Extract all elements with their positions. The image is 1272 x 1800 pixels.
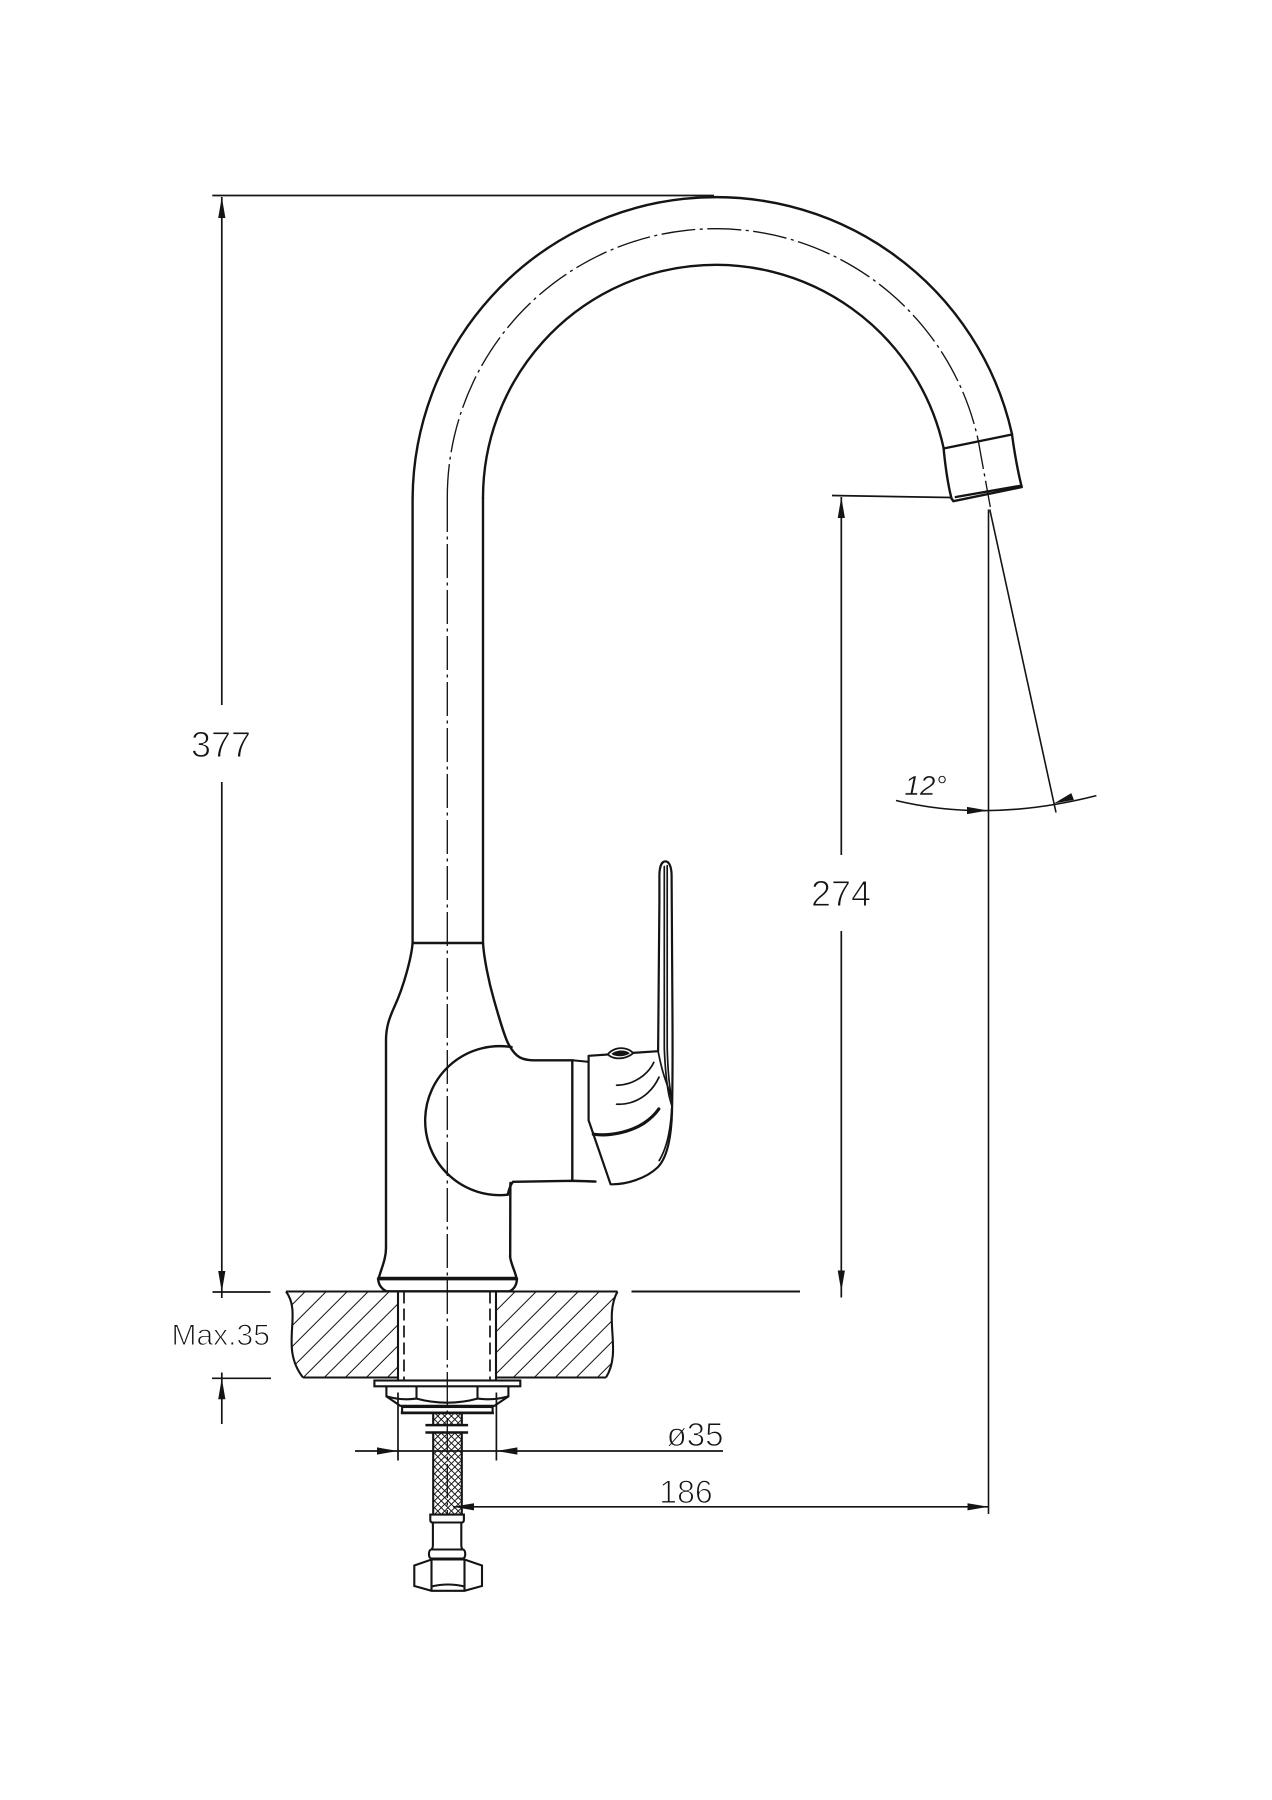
svg-text:ø35: ø35: [667, 1416, 724, 1453]
svg-text:Max.35: Max.35: [172, 1319, 270, 1352]
svg-text:12°: 12°: [904, 770, 946, 801]
svg-text:377: 377: [191, 724, 251, 765]
svg-text:186: 186: [659, 1474, 712, 1510]
svg-text:274: 274: [811, 873, 871, 914]
